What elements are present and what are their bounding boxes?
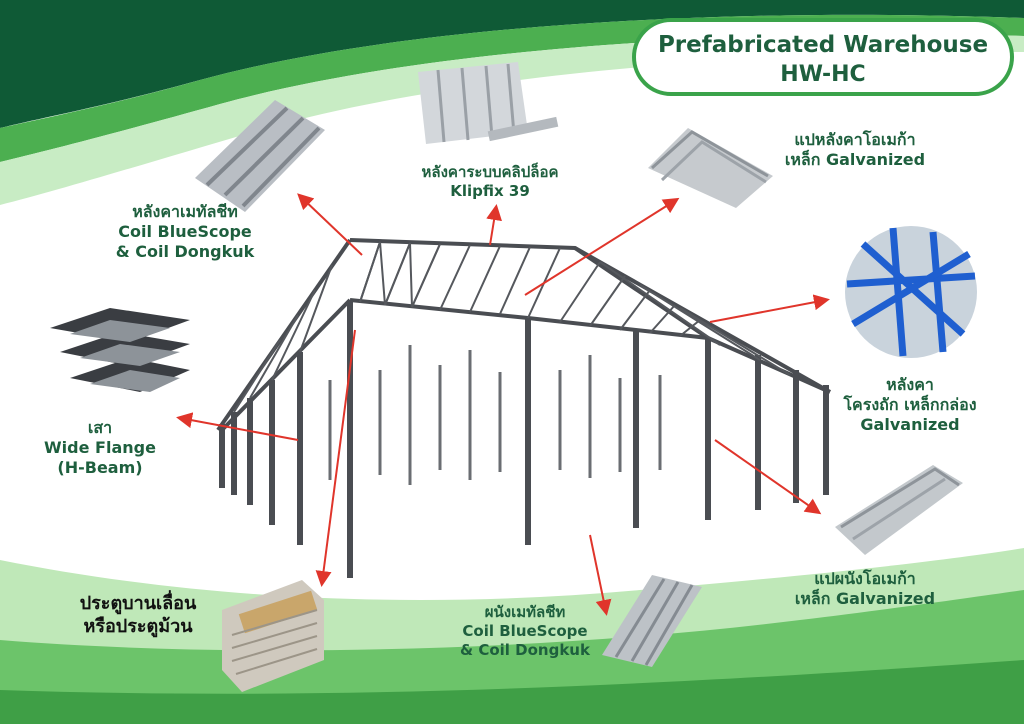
label-wall-purlin: แปผนังโอเมก้า เหล็ก Galvanized <box>794 569 936 608</box>
label-wall-metal-sheet: ผนังเมทัลชีท Coil BlueScope & Coil Dongk… <box>460 603 590 659</box>
klipfix-roof-image <box>418 62 559 144</box>
title-badge: Prefabricated Warehouse HW-HC <box>632 18 1014 96</box>
sliding-door-image <box>222 580 324 692</box>
label-roof-metal-sheet: หลังคาเมทัลชีท Coil BlueScope & Coil Don… <box>115 202 255 261</box>
label-column: เสา Wide Flange (H-Beam) <box>44 418 156 477</box>
label-roof-purlin: แปหลังคาโอเมก้า เหล็ก Galvanized <box>784 130 926 169</box>
roof-metal-sheet-image <box>195 100 325 212</box>
title-line-2: HW-HC <box>780 62 866 87</box>
wall-metal-sheet-image <box>602 575 702 667</box>
label-klipfix-roof: หลังคาระบบคลิปล็อค Klipfix 39 <box>421 163 559 200</box>
title-line-1: Prefabricated Warehouse <box>657 32 989 58</box>
label-door: ประตูบานเลื่อน หรือประตูม้วน <box>79 593 197 637</box>
roof-purlin-image <box>648 128 773 208</box>
label-roof-truss: หลังคา โครงถัก เหล็กกล่อง Galvanized <box>843 375 977 434</box>
h-beam-image <box>50 308 190 406</box>
wall-purlin-image <box>835 465 963 555</box>
roof-truss-circle-image <box>845 226 977 358</box>
